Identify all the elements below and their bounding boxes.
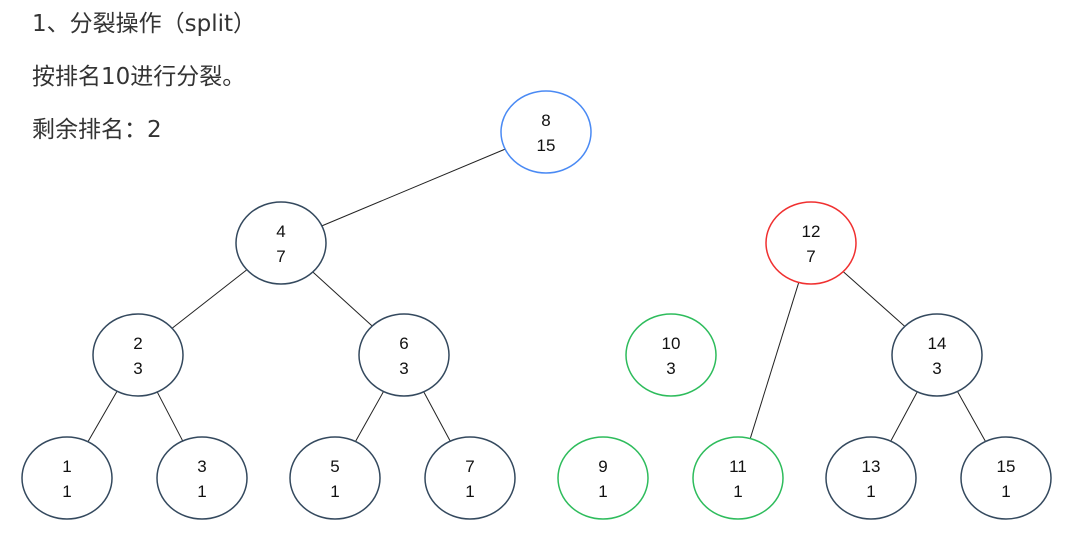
node-size: 3 <box>399 359 408 378</box>
node-size: 1 <box>1001 482 1010 501</box>
tree-node-15: 151 <box>960 436 1052 520</box>
node-size: 1 <box>598 482 607 501</box>
node-key: 3 <box>197 457 206 476</box>
edge-8-4 <box>321 148 506 227</box>
tree-node-9: 91 <box>557 436 649 520</box>
node-key: 5 <box>330 457 339 476</box>
node-size: 3 <box>133 359 142 378</box>
edge-6-7 <box>423 391 451 442</box>
node-key: 8 <box>541 111 550 130</box>
node-size: 1 <box>197 482 206 501</box>
node-key: 13 <box>862 457 881 476</box>
node-size: 1 <box>62 482 71 501</box>
edge-6-5 <box>355 391 384 442</box>
node-size: 1 <box>465 482 474 501</box>
node-key: 14 <box>928 334 947 353</box>
tree-node-10: 103 <box>625 313 717 397</box>
node-circle <box>891 313 983 397</box>
node-key: 9 <box>598 457 607 476</box>
node-size: 15 <box>537 136 556 155</box>
tree-node-3: 31 <box>156 436 248 520</box>
tree-node-4: 47 <box>235 201 327 285</box>
tree-node-1: 11 <box>21 436 113 520</box>
node-size: 7 <box>276 247 285 266</box>
node-key: 11 <box>729 457 747 476</box>
node-key: 10 <box>662 334 681 353</box>
node-key: 4 <box>276 222 285 241</box>
tree-node-12: 127 <box>765 201 857 285</box>
node-size: 1 <box>330 482 339 501</box>
tree-node-8: 815 <box>500 90 592 174</box>
edge-12-14 <box>842 271 906 327</box>
node-size: 3 <box>666 359 675 378</box>
edge-4-6 <box>312 271 373 327</box>
tree-node-11: 111 <box>692 436 784 520</box>
tree-node-5: 51 <box>289 436 381 520</box>
tree-node-6: 63 <box>358 313 450 397</box>
node-circle <box>92 313 184 397</box>
node-key: 15 <box>997 457 1016 476</box>
node-size: 1 <box>866 482 875 501</box>
edge-14-15 <box>957 391 986 442</box>
node-circle <box>358 313 450 397</box>
node-circle <box>235 201 327 285</box>
edge-2-1 <box>87 391 118 442</box>
node-key: 6 <box>399 334 408 353</box>
description: 按排名10进行分裂。 <box>32 64 246 90</box>
edge-2-3 <box>156 391 184 442</box>
node-key: 7 <box>465 457 474 476</box>
edge-14-13 <box>890 391 918 442</box>
node-circle <box>692 436 784 520</box>
node-key: 12 <box>802 222 821 241</box>
edge-4-2 <box>171 269 248 329</box>
remaining-rank: 剩余排名：2 <box>32 117 162 143</box>
node-circle <box>825 436 917 520</box>
node-size: 1 <box>733 482 742 501</box>
tree-node-13: 131 <box>825 436 917 520</box>
node-key: 1 <box>62 457 71 476</box>
node-circle <box>960 436 1052 520</box>
tree-node-7: 71 <box>424 436 516 520</box>
node-size: 3 <box>932 359 941 378</box>
node-circle <box>557 436 649 520</box>
node-size: 7 <box>806 247 815 266</box>
node-circle <box>765 201 857 285</box>
edge-12-11 <box>749 282 800 439</box>
tree-node-2: 23 <box>92 313 184 397</box>
node-circle <box>500 90 592 174</box>
node-key: 2 <box>133 334 142 353</box>
node-circle <box>21 436 113 520</box>
node-circle <box>424 436 516 520</box>
tree-node-14: 143 <box>891 313 983 397</box>
node-circle <box>156 436 248 520</box>
node-circle <box>625 313 717 397</box>
heading: 1、分裂操作（split） <box>32 11 257 37</box>
node-circle <box>289 436 381 520</box>
